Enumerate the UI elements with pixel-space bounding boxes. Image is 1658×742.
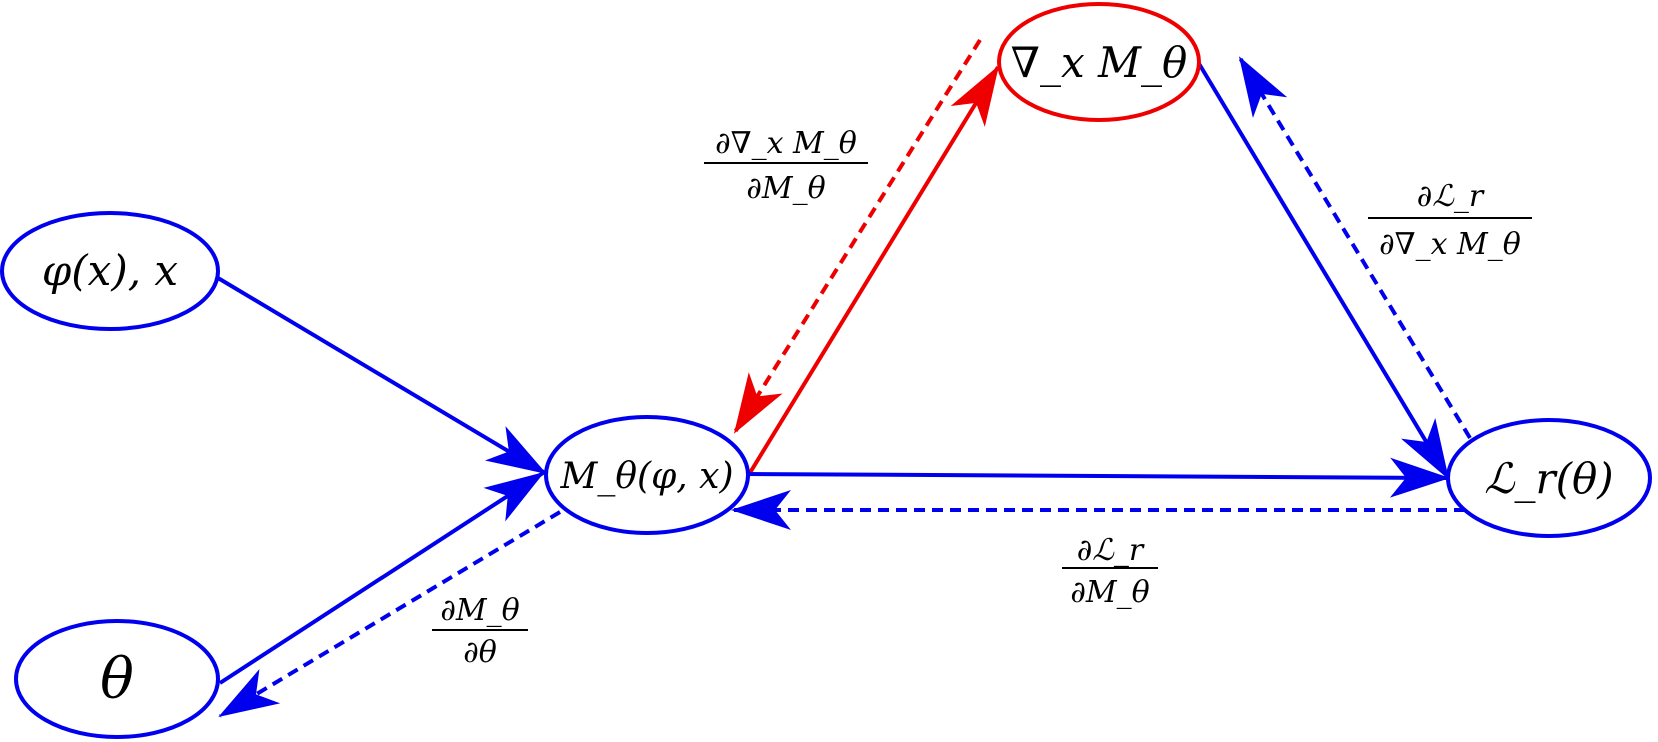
edge-phi-to-model bbox=[216, 276, 547, 475]
edge-model-to-loss bbox=[747, 457, 1450, 498]
label-dL-dM-denominator: ∂M_θ bbox=[1070, 575, 1149, 610]
edge-grad-to-loss bbox=[1196, 60, 1450, 480]
label-dL-dM-numerator: ∂ℒ_r bbox=[1077, 533, 1145, 568]
node-theta-label: θ bbox=[100, 647, 134, 712]
edge-model-to-theta-gradient bbox=[218, 510, 562, 718]
node-phi-x-label: φ(x), x bbox=[42, 246, 179, 295]
label-dM-dtheta-denominator: ∂θ bbox=[463, 635, 497, 670]
label-dM-dtheta-numerator: ∂M_θ bbox=[440, 593, 519, 628]
edge-grad-to-model-gradient bbox=[733, 38, 982, 434]
label-dgrad-dM-numerator: ∂∇_x M_θ bbox=[715, 126, 857, 161]
node-model-label: M_θ(φ, x) bbox=[559, 456, 733, 497]
label-dgrad-dM: ∂∇_x M_θ ∂M_θ bbox=[704, 126, 868, 206]
node-phi-x: φ(x), x bbox=[0, 211, 220, 331]
label-dL-dgrad-numerator: ∂ℒ_r bbox=[1417, 179, 1485, 214]
node-loss-label: ℒ_r(θ) bbox=[1484, 454, 1613, 503]
node-gradient-label: ∇_x M_θ bbox=[1011, 38, 1188, 87]
label-dL-dgrad-denominator: ∂∇_x M_θ bbox=[1379, 227, 1521, 262]
edge-loss-to-grad-gradient bbox=[1238, 56, 1472, 440]
label-dL-dM: ∂ℒ_r ∂M_θ bbox=[1062, 533, 1158, 610]
label-dL-dgrad: ∂ℒ_r ∂∇_x M_θ bbox=[1368, 179, 1532, 262]
node-gradient: ∇_x M_θ bbox=[997, 2, 1201, 122]
edge-theta-to-model bbox=[218, 471, 545, 685]
label-dM-dtheta: ∂M_θ ∂θ bbox=[432, 593, 528, 670]
edge-model-to-grad bbox=[746, 65, 1000, 478]
node-theta: θ bbox=[14, 619, 220, 739]
node-loss: ℒ_r(θ) bbox=[1446, 418, 1652, 538]
node-model: M_θ(φ, x) bbox=[544, 415, 750, 535]
label-dgrad-dM-denominator: ∂M_θ bbox=[746, 171, 825, 206]
